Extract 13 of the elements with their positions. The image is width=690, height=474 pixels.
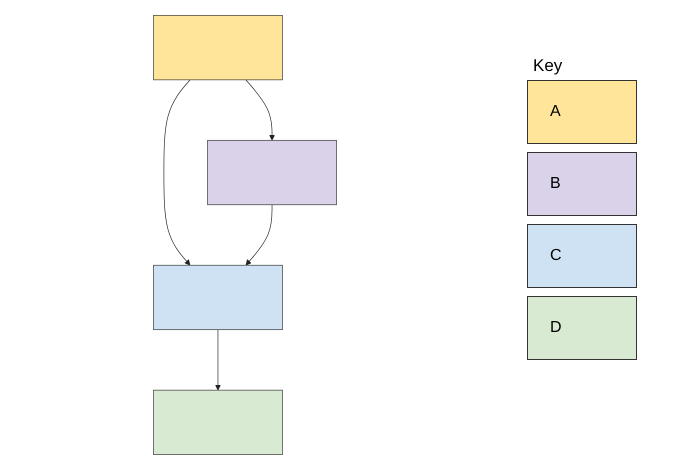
legend-text: D (550, 319, 562, 337)
node-box (153, 390, 283, 455)
legend-title: Key (533, 56, 562, 76)
arrow (246, 80, 275, 141)
arrow (246, 204, 272, 266)
legend-text: C (550, 247, 562, 265)
legend-text: A (550, 103, 561, 121)
legend-text: B (550, 175, 561, 193)
node-box (153, 15, 283, 80)
arrow (215, 329, 221, 390)
node-box (153, 264, 283, 330)
arrow (164, 80, 190, 266)
node-box (207, 140, 337, 206)
